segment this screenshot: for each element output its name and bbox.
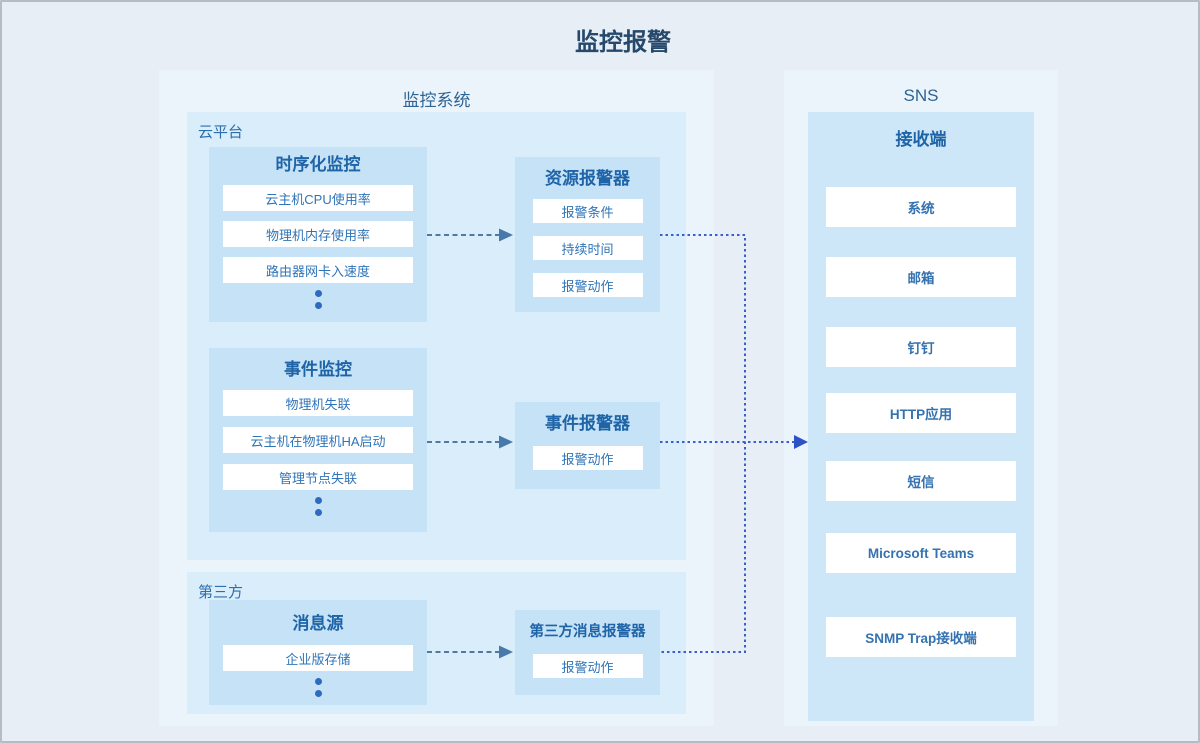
third-party-label: 第三方: [198, 584, 244, 601]
receiver-item: Microsoft Teams: [826, 533, 1016, 573]
cloud-platform-panel: 云平台 时序化监控 云主机CPU使用率 物理机内存使用率 路由器网卡入速度 资源…: [187, 112, 686, 560]
alarm-item: 报警动作: [532, 654, 643, 678]
third-party-alarm-title: 第三方消息报警器: [529, 624, 646, 640]
monitoring-system-title: 监控系统: [402, 91, 471, 110]
sns-panel: SNS 接收端 系统 邮箱 钉钉 HTTP应用 短信 Microsoft Tea…: [784, 70, 1058, 726]
timeseries-monitor-title: 时序化监控: [275, 155, 361, 174]
resource-alarm-box: 资源报警器 报警条件 持续时间 报警动作: [515, 157, 660, 312]
event-alarm-title: 事件报警器: [545, 414, 630, 433]
monitor-item: 企业版存储: [223, 645, 413, 671]
resource-alarm-title: 资源报警器: [545, 169, 630, 188]
receiver-item: 钉钉: [826, 327, 1016, 367]
event-alarm-box: 事件报警器 报警动作: [515, 402, 660, 489]
alarm-item: 报警动作: [532, 273, 643, 297]
receiver-item: HTTP应用: [826, 393, 1016, 433]
ellipsis-dots-icon: [314, 497, 322, 516]
receiver-panel: 接收端 系统 邮箱 钉钉 HTTP应用 短信 Microsoft Teams S…: [808, 112, 1034, 721]
message-source-box: 消息源 企业版存储: [209, 600, 427, 705]
third-party-alarm-box: 第三方消息报警器 报警动作: [515, 610, 660, 695]
alarm-item: 报警条件: [532, 199, 643, 223]
ellipsis-dots-icon: [314, 678, 322, 697]
receiver-item: 短信: [826, 461, 1016, 501]
third-party-panel: 第三方 消息源 企业版存储 第三方消息报警器 报警动作: [187, 572, 686, 714]
receiver-item: SNMP Trap接收端: [826, 617, 1016, 657]
monitor-item: 云主机在物理机HA启动: [223, 427, 413, 453]
monitor-item: 云主机CPU使用率: [223, 185, 413, 211]
timeseries-monitor-box: 时序化监控 云主机CPU使用率 物理机内存使用率 路由器网卡入速度: [209, 147, 427, 322]
monitor-item: 物理机内存使用率: [223, 221, 413, 247]
monitor-item: 管理节点失联: [223, 464, 413, 490]
sns-title: SNS: [903, 86, 939, 105]
monitor-item: 路由器网卡入速度: [223, 257, 413, 283]
receiver-item: 邮箱: [826, 257, 1016, 297]
ellipsis-dots-icon: [314, 290, 322, 309]
monitor-item: 物理机失联: [223, 390, 413, 416]
receiver-item: 系统: [826, 187, 1016, 227]
event-monitor-box: 事件监控 物理机失联 云主机在物理机HA启动 管理节点失联: [209, 348, 427, 532]
alarm-item: 持续时间: [532, 236, 643, 260]
page-title: 监控报警: [575, 29, 671, 56]
alarm-item: 报警动作: [532, 446, 643, 470]
cloud-platform-label: 云平台: [198, 124, 244, 141]
receiver-title: 接收端: [895, 130, 947, 149]
message-source-title: 消息源: [292, 614, 344, 633]
event-monitor-title: 事件监控: [284, 360, 352, 379]
monitoring-system-panel: 监控系统 云平台 时序化监控 云主机CPU使用率 物理机内存使用率 路由器网卡入…: [159, 70, 714, 726]
